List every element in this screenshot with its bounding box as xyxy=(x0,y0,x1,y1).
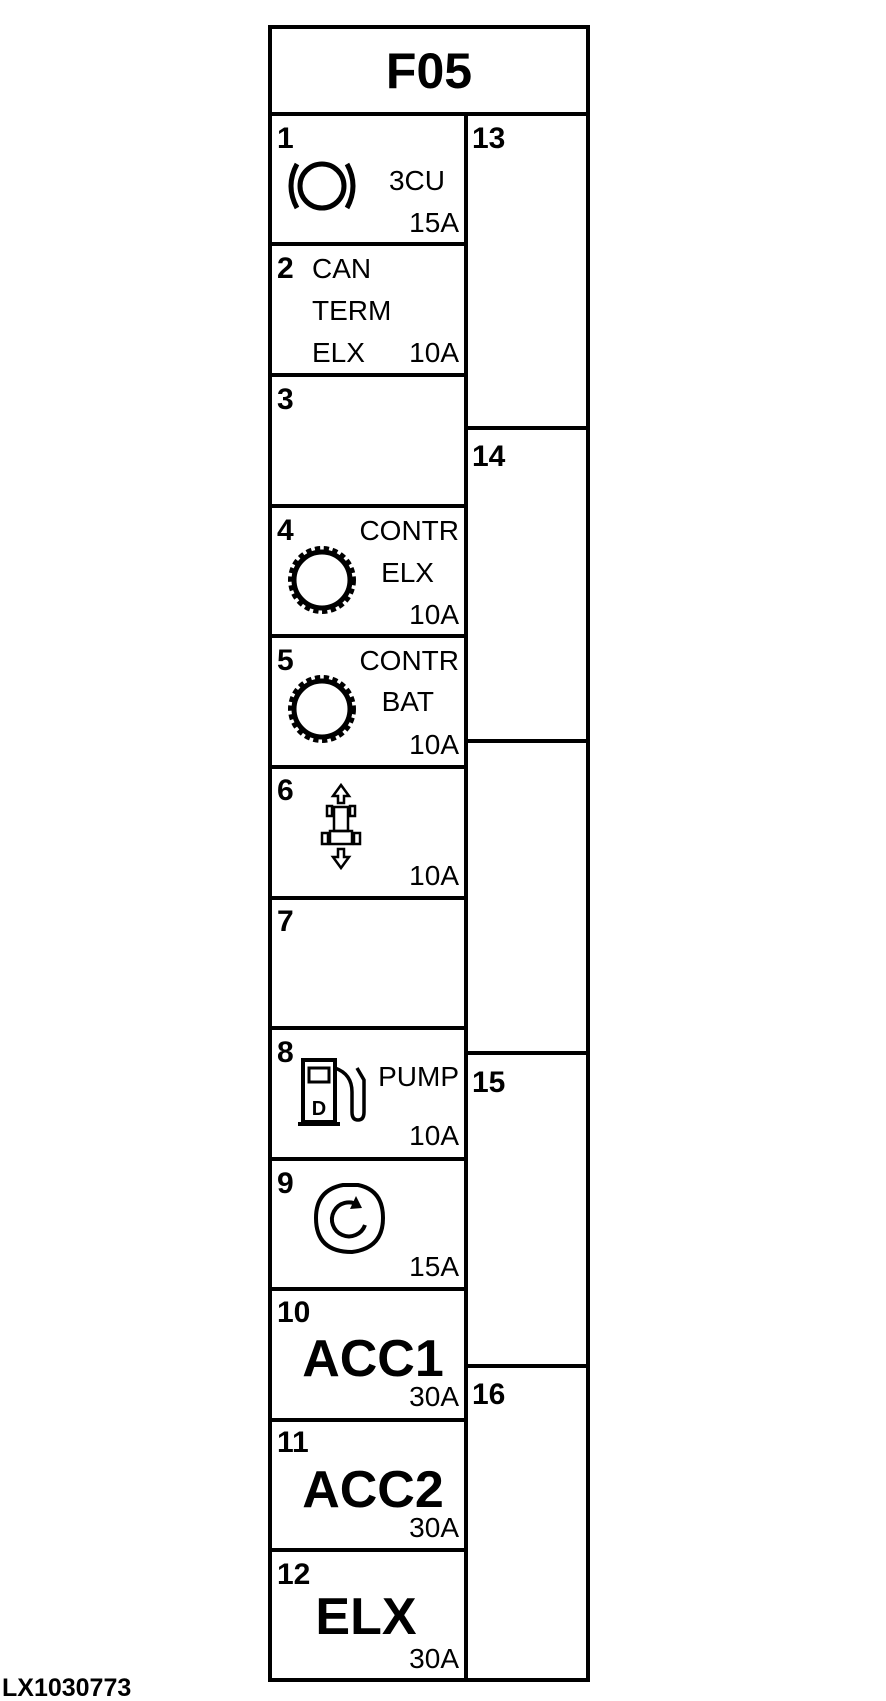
left-slot-dividers xyxy=(270,242,466,1552)
fuse-slot-4: 4 CONTR ELX 10A xyxy=(277,514,459,630)
slot-number: 13 xyxy=(472,122,505,155)
slot-number: 4 xyxy=(277,514,294,547)
panel-title: F05 xyxy=(386,43,472,99)
fuse-slot-5: 5 CONTR BAT 10A xyxy=(277,644,459,760)
slot-label: CAN xyxy=(312,253,371,284)
fuse-slot-9: 9 15A xyxy=(277,1167,459,1282)
slot-label: CONTR xyxy=(359,515,459,546)
slot-rating: 10A xyxy=(409,1120,459,1151)
slot-number: 15 xyxy=(472,1066,505,1099)
slot-number: 14 xyxy=(472,440,506,473)
slot-label: ACC2 xyxy=(302,1461,444,1519)
slot-number: 8 xyxy=(277,1036,294,1069)
controller-gear-icon xyxy=(288,546,356,614)
slot-number: 5 xyxy=(277,644,294,677)
fuse-slot-10: 10 ACC1 30A xyxy=(277,1296,459,1412)
fuse-slot-1: 1 3CU 15A xyxy=(277,122,459,238)
fuse-slot-15: 15 xyxy=(472,1066,505,1099)
fuse-slot-8: 8 D PUMP 10A xyxy=(277,1036,459,1151)
slot-label: BAT xyxy=(382,686,434,717)
fuse-slot-7: 7 xyxy=(277,905,294,938)
fuse-slot-6: 6 10A xyxy=(277,774,459,891)
fuse-slot-16: 16 xyxy=(472,1378,505,1411)
fuse-slot-2: 2 CAN TERM ELX 10A xyxy=(277,252,459,368)
hitch-lift-icon xyxy=(320,782,362,871)
right-slot-dividers xyxy=(466,426,588,1368)
engine-rotation-icon xyxy=(313,1183,386,1255)
slot-number: 9 xyxy=(277,1167,294,1200)
slot-rating: 15A xyxy=(409,1251,459,1282)
slot-rating: 10A xyxy=(409,599,459,630)
controller-gear-icon xyxy=(288,675,356,743)
slot-number: 6 xyxy=(277,774,294,807)
slot-label: ELX xyxy=(312,337,365,368)
slot-number: 2 xyxy=(277,252,294,285)
fuse-pump-diesel-icon: D xyxy=(298,1058,366,1126)
slot-number: 12 xyxy=(277,1558,310,1591)
slot-number: 3 xyxy=(277,383,294,416)
slot-number: 11 xyxy=(277,1426,309,1459)
slot-rating: 10A xyxy=(409,729,459,760)
slot-label: CONTR xyxy=(359,645,459,676)
image-code: LX1030773 xyxy=(2,1674,131,1701)
slot-number: 16 xyxy=(472,1378,505,1411)
slot-label: 3CU xyxy=(389,165,445,196)
fuse-slot-11: 11 ACC2 30A xyxy=(277,1426,459,1543)
slot-number: 10 xyxy=(277,1296,310,1329)
fuse-slot-3: 3 xyxy=(277,383,294,416)
svg-text:D: D xyxy=(312,1098,326,1120)
fuse-slot-12: 12 ELX 30A xyxy=(277,1558,459,1674)
brake-icon xyxy=(288,161,356,211)
slot-label: ELX xyxy=(315,1588,416,1646)
slot-label: PUMP xyxy=(378,1061,459,1092)
slot-rating: 30A xyxy=(409,1643,459,1674)
fuse-slot-14: 14 xyxy=(472,440,506,473)
panel-outline xyxy=(268,25,590,1682)
slot-number: 1 xyxy=(277,122,294,155)
slot-rating: 10A xyxy=(409,337,459,368)
slot-rating: 10A xyxy=(409,860,459,891)
slot-rating: 15A xyxy=(409,207,459,238)
slot-rating: 30A xyxy=(409,1512,459,1543)
slot-label: ACC1 xyxy=(302,1330,444,1388)
fuse-slot-13: 13 xyxy=(472,122,505,155)
slot-label: ELX xyxy=(381,557,434,588)
slot-number: 7 xyxy=(277,905,294,938)
slot-rating: 30A xyxy=(409,1381,459,1412)
slot-label: TERM xyxy=(312,295,391,326)
